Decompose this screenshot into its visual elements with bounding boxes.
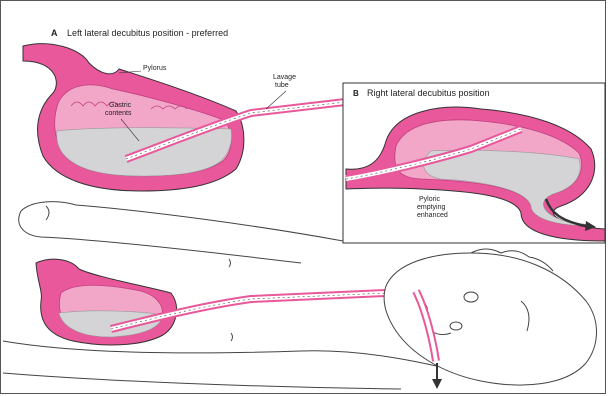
patient-stomach [36,259,386,345]
panel-a-title: Left lateral decubitus position - prefer… [67,28,228,38]
label-gastric-contents-2: contents [105,110,132,117]
label-pyloric-1: Pyloric [419,196,441,203]
down-arrow-icon [432,379,442,389]
label-lavage-tube-2: tube [275,82,289,89]
panel-b-title: Right lateral decubitus position [367,88,490,98]
panel-b-inset: B Right lateral decubitus position Pylor… [343,83,605,243]
label-pyloric-2: emptying [417,204,446,211]
label-lavage-tube-1: Lavage [273,74,296,81]
label-gastric-contents-1: Gastric [109,102,132,109]
panel-a-letter: A [51,28,58,38]
child-head [384,249,596,385]
panel-a-stomach [23,44,244,191]
label-pyloric-3: enhanced [417,212,448,219]
label-pylorus: Pylorus [143,65,167,72]
panel-b-letter: B [353,89,359,98]
